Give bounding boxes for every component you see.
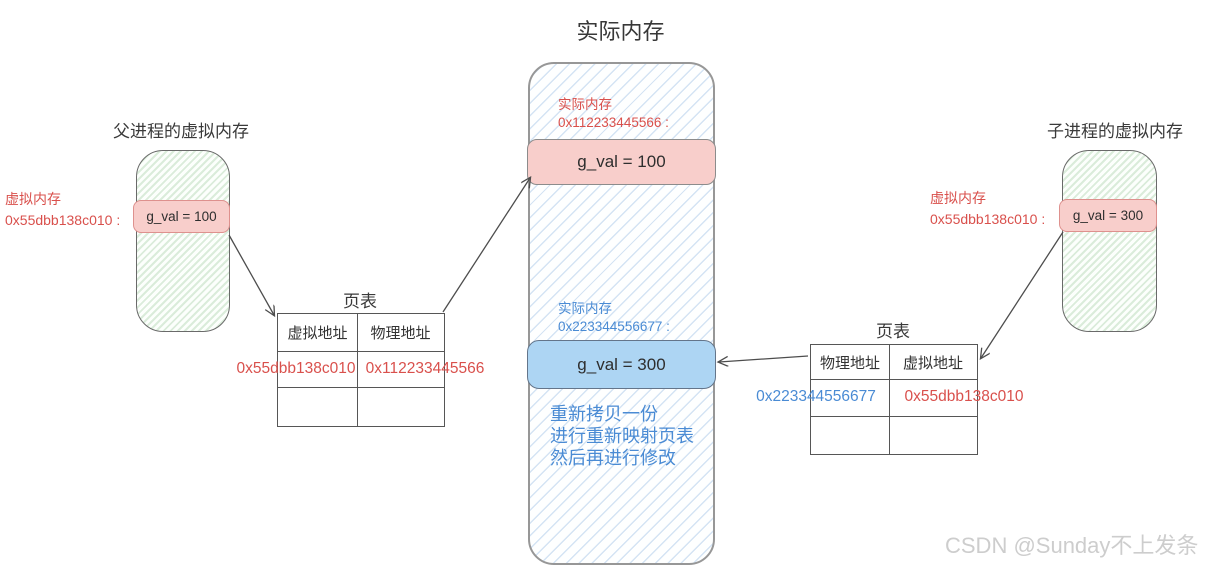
parent-gval-cell: g_val = 100 (133, 200, 230, 233)
child-page-table-row-line (811, 416, 977, 417)
child-gval-cell: g_val = 300 (1059, 199, 1157, 232)
physical-memory-new-cell: g_val = 300 (527, 340, 716, 389)
note-line2: 进行重新映射页表 (550, 426, 694, 446)
parent-page-table-title: 页表 (343, 292, 377, 311)
watermark: CSDN @Sunday不上发条 (945, 533, 1199, 558)
parent-page-table-header-physical: 物理地址 (370, 325, 431, 342)
child-virtual-memory-box (1062, 150, 1157, 332)
physical-memory-new-address-line2: 0x223344556677 : (558, 319, 670, 334)
parent-virtual-address-line1: 虚拟内存 (5, 191, 61, 207)
child-page-table-header-virtual: 虚拟地址 (902, 354, 963, 372)
note-line3: 然后再进行修改 (550, 448, 676, 468)
parent-process-title: 父进程的虚拟内存 (113, 122, 249, 141)
copy-on-write-note: 重新拷贝一份 进行重新映射页表 然后再进行修改 (550, 403, 694, 469)
child-page-table-virtual-value: 0x55dbb138c010 (904, 388, 1024, 405)
parent-page-table: 虚拟地址 物理地址 0x55dbb138c010 0x112233445566 (237, 313, 484, 427)
child-page-table-header-physical: 物理地址 (819, 354, 880, 372)
parent-page-table-divider (357, 314, 358, 426)
physical-memory-old-cell: g_val = 100 (527, 139, 716, 185)
parent-page-table-header-line (278, 351, 444, 352)
parent-virtual-address-line2: 0x55dbb138c010 : (5, 212, 121, 228)
physical-memory-old-address-line1: 实际内存 (558, 97, 612, 112)
child-virtual-address-line2: 0x55dbb138c010 : (930, 211, 1046, 227)
arrow-parent-cell-to-page-table (228, 234, 274, 315)
child-page-table-physical-value: 0x223344556677 (756, 388, 876, 405)
physical-memory-old-address-label: 实际内存 0x112233445566 : (558, 96, 669, 132)
physical-memory-old-address-line2: 0x112233445566 : (558, 115, 669, 130)
parent-page-table-header-virtual: 虚拟地址 (287, 325, 348, 342)
arrow-child-page-table-to-physical-new (719, 355, 809, 362)
physical-memory-new-address-label: 实际内存 0x223344556677 : (558, 300, 670, 336)
parent-page-table-row-line (278, 387, 444, 388)
child-page-table-divider (889, 345, 890, 454)
child-virtual-address-label: 虚拟内存 0x55dbb138c010 : (930, 188, 1045, 230)
parent-page-table-physical-value: 0x112233445566 (365, 360, 485, 377)
child-process-title: 子进程的虚拟内存 (1047, 122, 1183, 141)
arrow-parent-page-table-to-physical-old (442, 178, 530, 313)
diagram-title: 实际内存 (576, 19, 665, 44)
parent-virtual-address-label: 虚拟内存 0x55dbb138c010 : (5, 189, 120, 231)
child-page-table: 物理地址 虚拟地址 0x223344556677 0x55dbb138c010 (756, 344, 1023, 455)
parent-page-table-virtual-value: 0x55dbb138c010 (236, 360, 356, 377)
note-line1: 重新拷贝一份 (550, 404, 658, 424)
child-page-table-title: 页表 (876, 322, 910, 341)
physical-memory-new-address-line1: 实际内存 (558, 301, 612, 316)
arrow-child-cell-to-page-table (981, 231, 1064, 358)
child-page-table-header-line (811, 379, 977, 380)
child-virtual-address-line1: 虚拟内存 (930, 190, 986, 206)
parent-virtual-memory-box (136, 150, 230, 332)
